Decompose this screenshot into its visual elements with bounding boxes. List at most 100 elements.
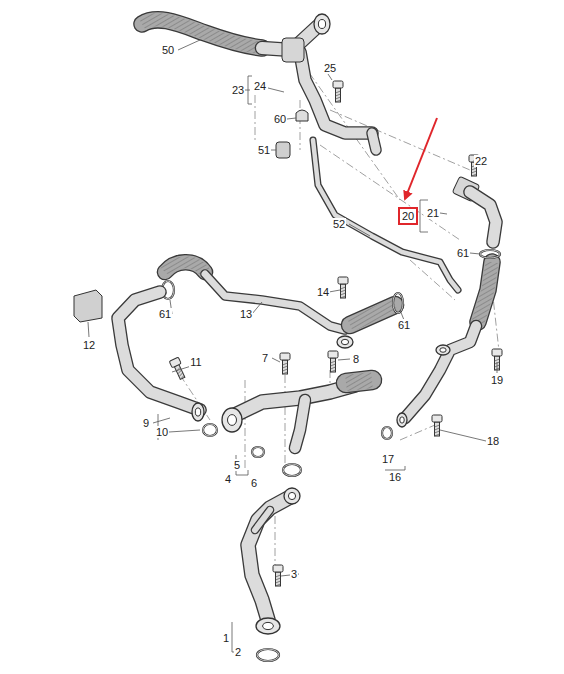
pipe-outline (478, 262, 492, 322)
o-ring (480, 250, 500, 258)
o-ring-shine (393, 293, 403, 313)
o-ring-shine (252, 447, 264, 457)
callout-number: 4 (224, 473, 232, 485)
leader-line (271, 150, 276, 151)
reference-line (245, 380, 246, 470)
pipe-body (313, 140, 458, 290)
bolt (333, 81, 343, 102)
flange-bore (341, 339, 348, 344)
pipe-body (405, 326, 476, 418)
leader-line (440, 430, 486, 441)
pipe-outline (405, 326, 476, 418)
flange-bore (318, 20, 325, 29)
pipe-outline (350, 305, 395, 325)
group-bracket (248, 76, 252, 104)
pipe-outline (205, 274, 345, 330)
pipe-body (372, 133, 376, 150)
callout-number: 10 (155, 426, 169, 438)
pipe-outline (470, 192, 496, 242)
callout-number: 61 (456, 247, 470, 259)
callout-number: 23 (231, 84, 245, 96)
flange (337, 336, 353, 348)
pipe-body (350, 305, 395, 325)
pipe-body (205, 274, 345, 330)
flange (436, 345, 450, 355)
flange-bore (228, 415, 237, 426)
leader-line (349, 224, 370, 236)
o-ring (252, 447, 264, 457)
flange-bore (400, 417, 405, 423)
callout-number: 7 (261, 352, 269, 364)
leader-line (178, 40, 200, 50)
pipe-body (478, 262, 492, 322)
clip (296, 110, 308, 121)
pipe-body (346, 380, 372, 383)
callout-number: 25 (323, 62, 337, 74)
pipe-body (295, 400, 305, 448)
reference-line (320, 145, 460, 240)
highlight-box: 20 (398, 207, 418, 225)
cap (276, 142, 290, 158)
reference-line (330, 110, 470, 170)
callout-number: 2 (234, 646, 242, 658)
flange-bore (263, 622, 274, 629)
o-ring (203, 424, 217, 436)
callout-number: 8 (352, 353, 360, 365)
o-ring-shine (283, 464, 301, 476)
leader-line (153, 418, 170, 423)
o-ring-shine (382, 427, 392, 439)
flange (256, 618, 280, 634)
group-bracket (420, 200, 421, 232)
reference-line (285, 375, 286, 470)
o-ring (393, 293, 403, 313)
callout-number: 9 (142, 417, 150, 429)
pipe-outline (300, 52, 372, 133)
o-ring (283, 464, 301, 476)
leader-line (272, 358, 280, 362)
flange-bore (195, 408, 200, 416)
callout-number: 1 (222, 632, 230, 644)
flange (192, 403, 204, 421)
leader-line (287, 118, 296, 119)
leader-line (329, 290, 340, 292)
callout-number: 16 (388, 471, 402, 483)
group-bracket (385, 466, 405, 470)
leader-line (338, 359, 350, 360)
pipe-outline (313, 140, 458, 290)
flange (397, 413, 407, 427)
callout-number: 61 (158, 308, 172, 320)
bracket (74, 290, 102, 322)
leader-line (252, 302, 262, 314)
callout-number: 13 (239, 308, 253, 320)
flange-bore (440, 348, 446, 353)
callout-number: 52 (332, 218, 346, 230)
bolt (432, 415, 442, 436)
leader-line (169, 430, 200, 432)
hose-ribbing (346, 380, 372, 383)
callout-number: 12 (82, 339, 96, 351)
pipe-outline (165, 262, 205, 272)
pipe-outline (295, 400, 305, 448)
callout-number: 21 (426, 207, 440, 219)
callout-number: 22 (474, 155, 488, 167)
callout-number: 18 (486, 435, 500, 447)
callout-number: 50 (161, 44, 175, 56)
bolt (338, 277, 348, 298)
pipe-outline (248, 496, 292, 620)
o-ring-shine (257, 649, 279, 661)
flange (284, 488, 300, 504)
leader-line (497, 362, 498, 373)
flange (222, 408, 242, 432)
pipe-body (118, 292, 200, 410)
pipe-body (470, 192, 496, 242)
pipe-body (300, 52, 372, 133)
flange-bore (288, 492, 295, 499)
group-bracket (420, 232, 428, 233)
pipe-outline (255, 510, 270, 530)
bolt (280, 353, 290, 374)
pipe-fitting (282, 38, 304, 62)
pointer-arrow (405, 118, 437, 199)
o-ring (257, 649, 279, 661)
pipe-outline (118, 292, 200, 410)
hose-ribbing (350, 305, 395, 325)
